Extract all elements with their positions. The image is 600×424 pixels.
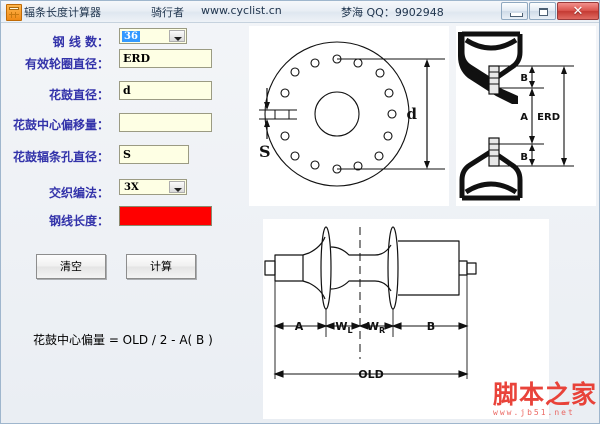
- clear-button[interactable]: 清空: [36, 254, 106, 279]
- window-title: 辐条长度计算器: [24, 6, 101, 19]
- hub-diameter-input[interactable]: d: [119, 81, 212, 100]
- rim-section-panel: B A B ERD: [456, 26, 596, 206]
- spoke-count-combo[interactable]: 36: [119, 28, 187, 44]
- label-b-top: B: [520, 73, 528, 84]
- contact-label: 梦海 QQ：9902948: [341, 6, 444, 19]
- close-icon: ✕: [572, 4, 584, 19]
- hub-hole-diameter-input[interactable]: S: [119, 145, 189, 164]
- label-erd: 有效轮圈直径：: [24, 57, 109, 71]
- label-d: d: [407, 105, 418, 123]
- hub-offset-input[interactable]: [119, 113, 212, 132]
- label-old: OLD: [358, 368, 384, 381]
- website-label: www.cyclist.cn: [201, 4, 282, 17]
- calculate-button[interactable]: 计算: [126, 254, 196, 279]
- minimize-icon: [510, 13, 523, 17]
- maximize-button[interactable]: [529, 2, 556, 20]
- label-b-bottom: B: [520, 152, 528, 163]
- chevron-down-icon-2[interactable]: [169, 181, 185, 193]
- hub-flange-panel: d S: [249, 26, 449, 206]
- label-hub-diameter: 花鼓直径：: [48, 88, 109, 102]
- spoke-length-result: [119, 206, 212, 226]
- hub-flange-face-diagram: d S: [259, 41, 445, 187]
- formula-text: 花鼓中心偏量 = OLD / 2 - A( B ): [33, 333, 213, 347]
- rim-cross-section-diagram: B A B ERD: [458, 31, 574, 201]
- title-bar: 辐条长度计算器 骑行者 www.cyclist.cn 梦海 QQ：9902948…: [1, 1, 599, 23]
- cross-pattern-combo[interactable]: 3X: [119, 179, 187, 195]
- label-hub-hole-diameter: 花鼓辐条孔直径：: [12, 150, 109, 164]
- label-spoke-count: 钢 线 数：: [52, 35, 109, 49]
- erd-input[interactable]: ERD: [119, 49, 212, 68]
- minimize-button[interactable]: [501, 2, 528, 20]
- cross-pattern-value: 3X: [124, 182, 139, 193]
- label-a: A: [520, 112, 528, 123]
- spoke-count-value: 36: [122, 31, 140, 42]
- label-b-hub: B: [427, 320, 435, 333]
- hub-side-panel: A WL WR B OLD: [263, 219, 549, 419]
- maximize-icon: [539, 8, 548, 16]
- label-s: S: [259, 142, 271, 161]
- label-hub-offset: 花鼓中心偏移量：: [12, 118, 109, 132]
- label-spoke-length: 钢线长度：: [48, 214, 109, 228]
- calculator-icon: [6, 4, 22, 21]
- window-controls: ✕: [501, 2, 599, 21]
- label-wr: WR: [367, 320, 385, 335]
- hub-side-view-diagram: A WL WR B OLD: [264, 226, 477, 381]
- brand-label: 骑行者: [151, 6, 184, 19]
- label-cross-pattern: 交织编法：: [48, 186, 109, 200]
- chevron-down-icon[interactable]: [169, 30, 185, 42]
- close-button[interactable]: ✕: [557, 2, 599, 20]
- label-erd: ERD: [537, 112, 560, 123]
- label-a-hub: A: [295, 320, 304, 333]
- label-wl: WL: [335, 320, 352, 335]
